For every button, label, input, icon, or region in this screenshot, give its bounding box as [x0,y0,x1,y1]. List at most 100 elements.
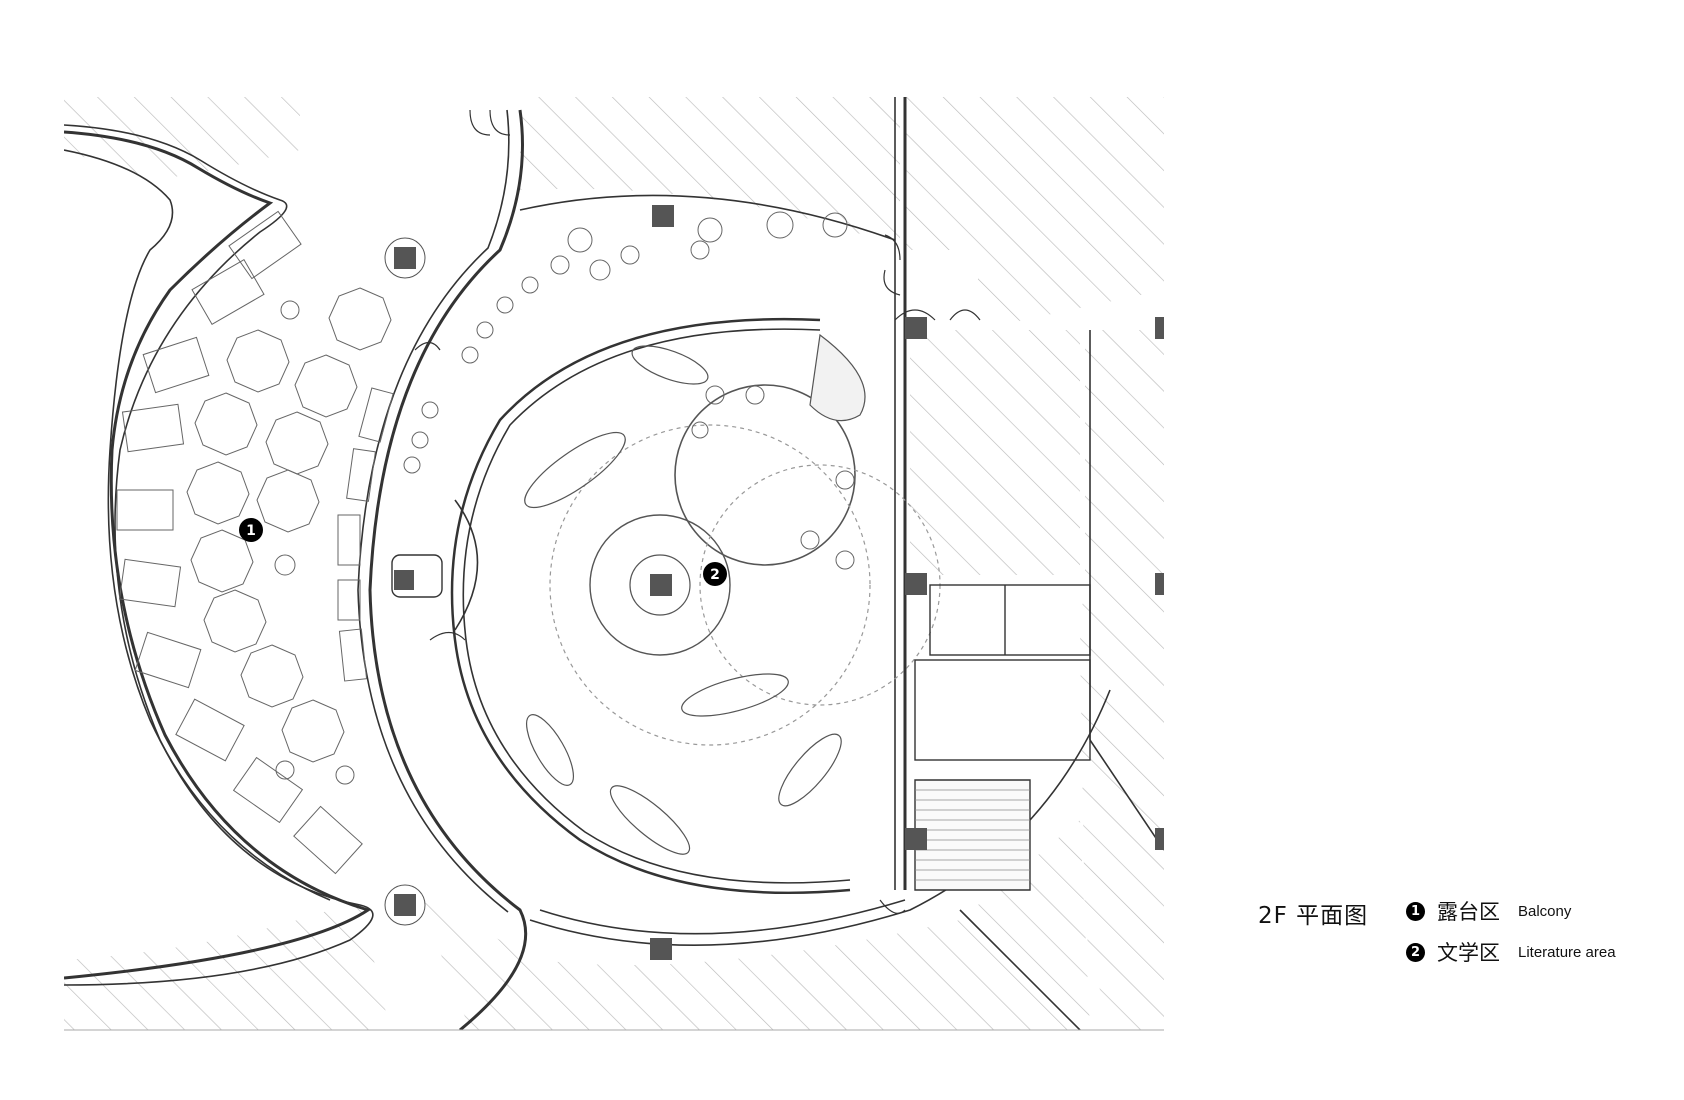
hatch-zone-top-left [64,97,300,180]
elliptical-tables [524,345,842,855]
legend-number-badge: 2 [1406,942,1425,962]
outer-curved-wall-inner [357,109,510,913]
bench [358,387,394,443]
entry-curve-top [519,194,896,241]
bottom-sweep-inner [539,899,906,935]
column [1164,317,1165,318]
parasol-table [226,329,290,393]
balcony-tables [186,287,392,763]
office-room [914,659,1091,761]
door-swing [469,109,511,136]
parasol-table [240,644,304,708]
booth [175,698,245,762]
column [905,828,927,850]
hatch-zone-bottom-center [420,820,1090,1030]
stair-flight [914,779,1031,891]
stair-ramp [809,333,866,422]
doors [414,109,981,914]
booth [228,210,302,280]
hatch-zone-top-right [905,97,1164,325]
legend-number-badge: 1 [1406,901,1425,921]
office-room [929,584,1091,656]
balcony-inner-edge [64,149,331,901]
parasol-table [265,411,329,475]
column [1155,317,1164,339]
parasol-table [194,392,258,456]
right-rooms [391,554,1091,891]
ellipse-table [681,673,789,717]
plan-legend: 2F 平面图 1 露台区 Balcony 2 文学区 Literature ar… [1258,886,1658,996]
ellipse-table [526,714,574,786]
bench [337,579,361,621]
lower-diag [959,909,1081,1030]
legend-item-literature: 2 文学区 Literature area [1406,939,1616,965]
booth [121,403,185,453]
parasol-table [256,469,320,533]
balcony-rail [64,130,372,980]
hatch-zone-top-center [420,97,900,248]
hatch-zone-far-right [1080,330,1164,1030]
booth [118,558,182,608]
inner-atrium-wall-2 [462,328,851,884]
parasol-table [190,529,254,593]
zone-marker-1: 1 [239,518,263,542]
booth [142,336,210,394]
hatch-zone-bottom-left [64,900,390,1030]
door-swing [879,899,906,914]
structural-columns [394,205,1165,960]
booth [232,756,304,824]
door-swing [414,341,441,351]
round-column [384,884,426,926]
booth [116,489,174,531]
round-column [384,237,426,279]
bench [337,514,361,566]
column [1155,573,1164,595]
spiral-stair-circle [589,514,731,656]
round-columns [384,237,426,926]
atrium-circles [549,333,941,746]
legend-label-zh: 文学区 [1437,941,1500,965]
legend-item-balcony: 1 露台区 Balcony [1406,898,1571,924]
booth [191,258,265,326]
zone-marker-2: 2 [703,562,727,586]
balcony-booths [116,210,363,875]
parasol-table [203,589,267,653]
booth [134,631,202,689]
wall-benches [337,387,394,682]
zone-marker-label: 2 [710,567,720,583]
bottom-sweep [529,689,1111,946]
dashed-ring-large [549,424,871,746]
counter [391,554,443,598]
building-walls [357,97,1164,1030]
door-swing [429,631,466,641]
ellipse-table [631,345,709,385]
column [650,938,672,960]
bay-curve [454,499,479,631]
balcony-outline [64,124,374,986]
column [394,570,414,590]
door-swing [883,269,901,296]
column [652,205,674,227]
column [650,574,672,596]
legend-label-en: Balcony [1518,902,1572,920]
parasol-table [328,287,392,351]
inner-atrium-wall [450,317,851,895]
plan-title: 2F 平面图 [1258,903,1369,929]
column [905,317,927,339]
exterior-hatched-zones [64,97,1164,1030]
booth [293,805,363,875]
hatch-zone-right [910,330,1080,575]
parasol-table [294,354,358,418]
ellipse-table [778,733,842,807]
door-swing [894,309,981,321]
right-diag [1089,739,1164,851]
parasol-table [281,699,345,763]
legend-label-en: Literature area [1518,943,1616,961]
legend-label-zh: 露台区 [1437,900,1500,924]
ellipse-table [609,785,691,855]
outer-curved-wall [368,109,528,1030]
door-swing [884,234,901,261]
ellipse-table [524,431,626,509]
round-stools [274,211,855,785]
